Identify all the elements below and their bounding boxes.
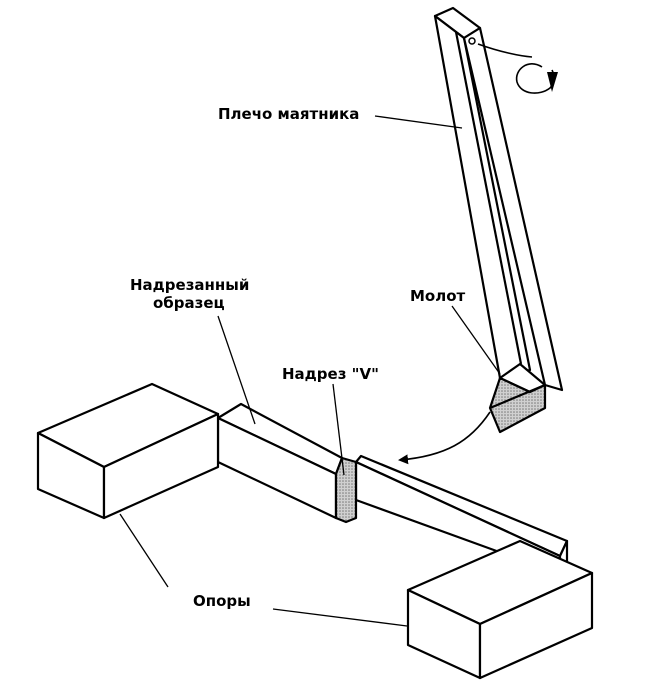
leader-left-support <box>119 513 169 588</box>
leader-specimen <box>217 315 256 425</box>
swing-arrow-icon <box>398 411 491 465</box>
v-notch <box>334 456 358 524</box>
notched-specimen-label-line2: образец <box>153 294 225 312</box>
hammer-label: Молот <box>410 287 466 305</box>
leader-v-notch <box>332 383 345 476</box>
pendulum-arm <box>433 6 564 392</box>
v-notch-label: Надрез "V" <box>282 365 379 383</box>
left-support <box>36 382 220 520</box>
leader-pendulum-arm <box>374 115 463 129</box>
rotation-arrow-icon <box>477 43 558 94</box>
right-support <box>406 539 594 680</box>
leader-right-support <box>272 608 408 627</box>
leader-hammer <box>451 305 501 375</box>
supports-label: Опоры <box>193 592 251 610</box>
pivot-point <box>468 37 476 45</box>
hammer <box>488 362 547 434</box>
pendulum-arm-label: Плечо маятника <box>218 105 359 123</box>
notched-specimen-label-line1: Надрезанный <box>130 276 249 294</box>
